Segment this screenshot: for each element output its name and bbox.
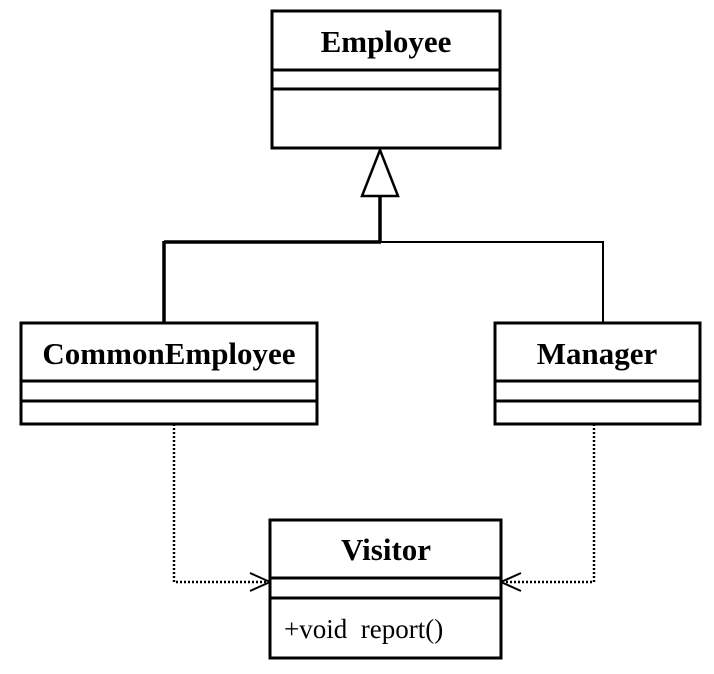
class-manager[interactable]: Manager [493,321,702,426]
dependency-connector-manager [498,424,596,592]
class-visitor-box [268,518,503,660]
class-common-employee[interactable]: CommonEmployee [19,321,319,426]
class-manager-name: Manager [537,336,658,371]
class-common-employee-box [19,321,319,426]
class-employee-name: Employee [321,24,452,59]
class-employee[interactable]: Employee [270,9,502,150]
dependency-line-manager [505,424,596,584]
class-visitor-name: Visitor [341,532,431,567]
inheritance-arrowhead-icon [360,146,400,198]
class-common-employee-name: CommonEmployee [42,336,295,371]
dependency-connector-common-employee [172,424,273,592]
class-manager-box [493,321,702,426]
class-visitor-operation: +void report() [284,614,443,644]
dependency-line-common-employee [172,424,266,584]
generalization-connector [162,146,604,323]
class-visitor[interactable]: Visitor +void report() [268,518,503,660]
class-employee-box [270,9,502,150]
